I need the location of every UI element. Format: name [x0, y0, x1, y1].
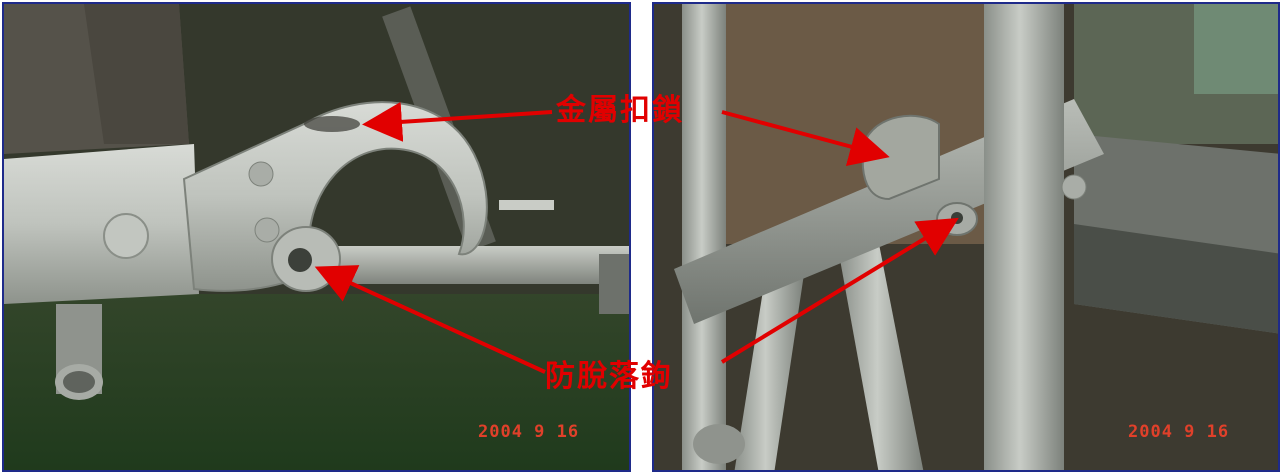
arrow-anti-drop-left	[314, 265, 546, 374]
date-stamp-left: 2004 9 16	[478, 422, 580, 442]
photo-left-illustration	[4, 4, 629, 470]
arrow-metal-lock-left	[362, 101, 553, 142]
photo-left-hook-closeup: 2004 9 16	[2, 2, 631, 472]
arrow-anti-drop-right	[720, 217, 959, 364]
callout-anti-drop-hook: 防脫落鉤	[545, 359, 673, 394]
photo-right-scaffold-frame: 2004 9 16	[652, 2, 1280, 472]
photo-right-illustration	[654, 4, 1278, 470]
callout-metal-lock: 金屬扣鎖	[556, 93, 684, 128]
date-stamp-right: 2004 9 16	[1128, 422, 1230, 442]
arrow-metal-lock-right	[721, 110, 890, 167]
